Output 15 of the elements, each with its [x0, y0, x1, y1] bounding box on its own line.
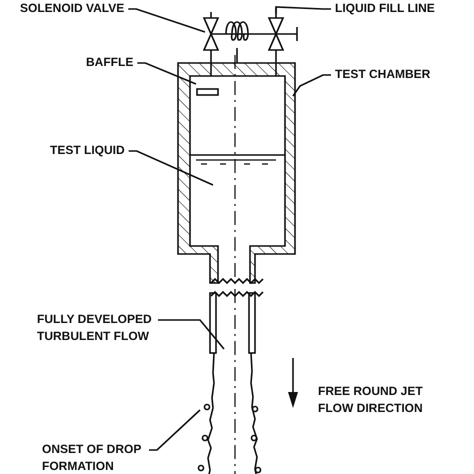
part-label: LIQUID FILL LINE: [335, 0, 435, 17]
part-label: ONSET OF DROP FORMATION: [42, 441, 145, 474]
leader-line: [275, 6, 331, 14]
part-label: BAFFLE: [86, 54, 134, 71]
part-label: TEST LIQUID: [50, 142, 125, 159]
part-label: FULLY DEVELOPED TURBULENT FLOW: [37, 311, 154, 345]
leader-line: [128, 150, 214, 186]
direction-label: FREE ROUND JET FLOW DIRECTION: [318, 383, 424, 417]
leader-line: [137, 62, 196, 85]
leader-line: [292, 74, 331, 96]
leader-line: [158, 319, 225, 350]
leader-line: [149, 409, 201, 451]
part-label: SOLENOID VALVE: [20, 0, 124, 17]
part-label: TEST CHAMBER: [335, 66, 430, 83]
leader-line: [128, 8, 206, 33]
